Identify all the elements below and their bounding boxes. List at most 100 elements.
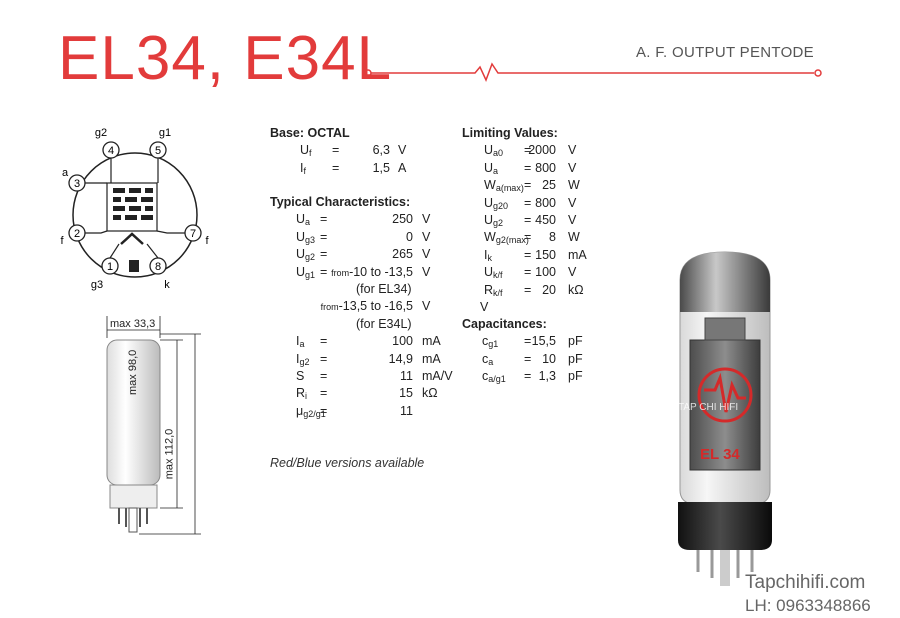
row-unit: mA/V (422, 368, 453, 383)
row-symbol: μg2/g1 (296, 403, 326, 419)
row-unit: V (422, 229, 431, 244)
row-value: 8 (549, 230, 556, 245)
row-unit: kΩ (568, 282, 584, 297)
pin-5-label: g1 (159, 127, 171, 139)
row-value: 1,3 (538, 369, 556, 384)
row-symbol: Ua (484, 160, 499, 176)
row-eq: = (320, 368, 328, 383)
pin-7-num: 7 (190, 228, 196, 240)
spec-row: Ig2 = 14,9 mA (270, 351, 460, 368)
row-symbol: Uf (300, 143, 312, 159)
row-value: 20 (542, 282, 556, 297)
row-eq: = (320, 229, 328, 244)
row-unit: mA (568, 247, 587, 262)
capacitances-heading: Capacitances: (462, 317, 547, 331)
pin-diagram: 4 g2 5 g1 3 a 2 f 7 f 1 g3 8 k (60, 127, 209, 291)
row-eq: = (524, 282, 532, 297)
spec-row: (for E34L) (270, 316, 460, 333)
row-eq: = (524, 212, 532, 227)
row-symbol: Ug2 (296, 247, 316, 263)
pin-4-label: g2 (95, 127, 107, 139)
row-symbol: Ug3 (296, 229, 316, 245)
spec-row: (for EL34) (270, 281, 460, 298)
row-symbol: S (296, 368, 305, 383)
row-unit: V (568, 195, 577, 210)
pin-8-label: k (164, 279, 170, 291)
row-unit: V (422, 212, 431, 227)
tube-photo: EL 34 TAP CHI HIFI (678, 251, 772, 586)
pin-8 (149, 257, 167, 275)
row-value: 14,9 (388, 351, 413, 366)
row-eq: = (524, 230, 532, 245)
row-symbol: Ri (296, 386, 308, 402)
row-value: (for E34L) (356, 316, 412, 331)
pin-3-num: 3 (74, 178, 80, 190)
row-value: 1,5 (372, 160, 390, 175)
row-unit: V (398, 143, 407, 158)
row-unit: V (568, 212, 577, 227)
row-unit: mA (422, 351, 441, 366)
row-value: 150 (535, 247, 556, 262)
row-symbol: cg1 (482, 334, 499, 350)
row-eq: = (524, 143, 532, 158)
row-value: from-10 to -13,5 (331, 264, 413, 279)
row-eq: = (320, 247, 328, 262)
row-eq: = (332, 143, 340, 158)
overlay-watermark: TAP CHI HIFI (678, 402, 738, 413)
base-outline (72, 152, 198, 278)
electrode-icon (113, 188, 153, 220)
spec-row: Uf = 6,3 V (270, 142, 450, 159)
row-unit: V (568, 160, 577, 175)
row-eq: = (320, 351, 328, 366)
pin-5-num: 5 (155, 145, 161, 157)
pin-4-num: 4 (108, 145, 114, 157)
pin-3 (68, 174, 86, 192)
row-value: 250 (392, 212, 413, 227)
spec-row: μg2/g1=11 (270, 403, 460, 420)
pin-7 (184, 224, 202, 242)
row-unit: A (398, 160, 407, 175)
row-value: 15,5 (531, 334, 556, 349)
row-unit: pF (568, 351, 583, 366)
watermark-site: Tapchihifi.com (745, 572, 866, 593)
row-eq: = (524, 334, 532, 349)
watermark-phone: LH: 0963348866 (745, 596, 871, 615)
row-value: 265 (392, 247, 413, 262)
row-value: 100 (535, 265, 556, 280)
row-value: 25 (542, 178, 556, 193)
row-unit: mA (422, 334, 441, 349)
row-symbol: Ig2 (296, 351, 310, 367)
row-unit: V (568, 143, 577, 158)
pin-1-num: 1 (107, 261, 113, 273)
pin-2-label: f (60, 235, 64, 247)
pin-5 (149, 141, 167, 159)
row-symbol: ca (482, 351, 494, 367)
pin-8-num: 8 (155, 261, 161, 273)
row-eq: = (332, 160, 340, 175)
total-height-dimension: max 112,0 (163, 428, 176, 480)
row-symbol: Rk/f (484, 282, 503, 298)
row-symbol: Ug1 (296, 264, 316, 280)
row-eq: = (524, 160, 532, 175)
row-value: 6,3 (372, 143, 390, 158)
pin-1-label: g3 (91, 279, 103, 291)
row-unit: V (568, 265, 577, 280)
spec-row: If = 1,5 A (270, 160, 450, 177)
dimension-drawing (106, 316, 201, 535)
row-unit: V (422, 264, 431, 279)
row-symbol: Ua0 (484, 143, 504, 159)
